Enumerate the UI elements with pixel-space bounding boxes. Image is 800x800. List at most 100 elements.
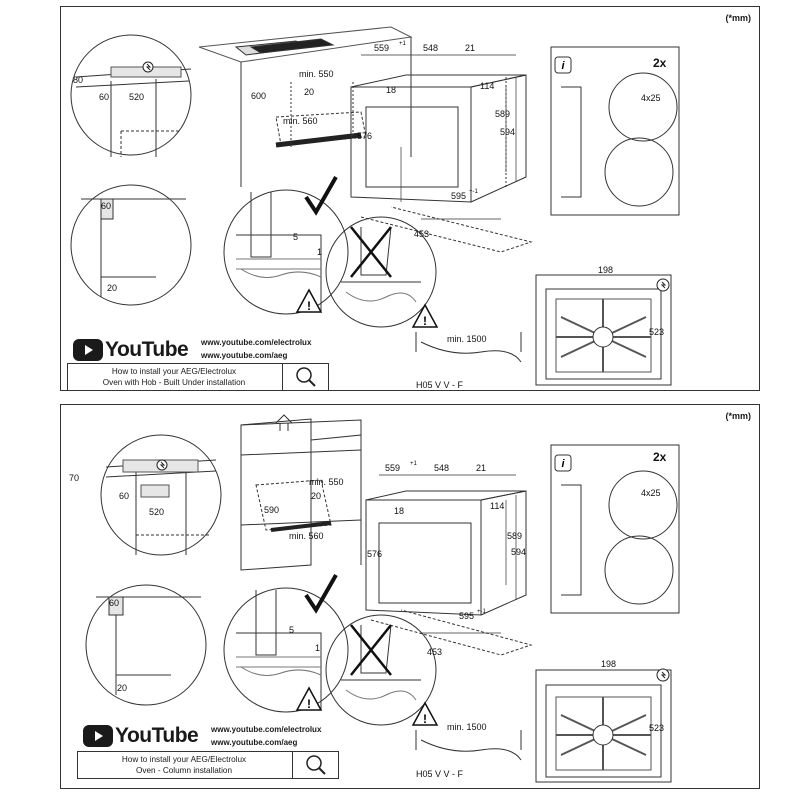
youtube-play-icon bbox=[83, 725, 113, 747]
dim-label: min. 1500 bbox=[447, 722, 487, 732]
magnifier-icon bbox=[296, 367, 316, 387]
dim-label: 70 bbox=[69, 473, 79, 483]
checkmark-icon bbox=[304, 176, 338, 216]
dim-label: +-1 bbox=[477, 609, 487, 615]
dim-label: 60 bbox=[119, 491, 129, 501]
dim-label: 114 bbox=[480, 81, 494, 91]
svg-text:!: ! bbox=[307, 299, 311, 313]
cross-icon bbox=[350, 624, 392, 676]
dim-label: 559 bbox=[385, 463, 400, 473]
dim-label: 594 bbox=[511, 547, 526, 557]
dim-label: 20 bbox=[304, 87, 314, 97]
howto-box: How to install your AEG/Electrolux Oven … bbox=[77, 751, 339, 779]
dim-label: 548 bbox=[423, 43, 438, 53]
screw-size-label: 4x25 bbox=[641, 93, 661, 103]
howto-line: How to install your AEG/Electrolux bbox=[121, 755, 247, 764]
svg-text:i: i bbox=[561, 60, 565, 72]
cable-type-label: H05 V V - F bbox=[416, 769, 464, 779]
dim-label: 523 bbox=[649, 723, 664, 733]
dim-label: min. 560 bbox=[283, 116, 318, 126]
detail-circle-wrong-mount bbox=[325, 614, 437, 726]
dim-label: 198 bbox=[601, 659, 616, 669]
fixing-screws-box bbox=[550, 444, 680, 614]
dim-label: 114 bbox=[490, 501, 504, 511]
svg-text:!: ! bbox=[307, 697, 311, 711]
howto-box: How to install your AEG/Electrolux Oven … bbox=[67, 363, 329, 391]
youtube-wordmark: YouTube bbox=[115, 724, 199, 747]
dim-label: 60 bbox=[99, 92, 109, 102]
dim-label: 1 bbox=[315, 643, 320, 653]
search-button[interactable] bbox=[282, 364, 330, 390]
dim-label: 18 bbox=[394, 506, 404, 516]
warning-triangle-icon: ! bbox=[295, 288, 323, 313]
howto-line: Oven - Column installation bbox=[135, 766, 233, 775]
screw-size-label: 4x25 bbox=[641, 488, 661, 498]
dim-label: 5 bbox=[293, 232, 298, 242]
units-note: (*mm) bbox=[725, 13, 751, 23]
youtube-link[interactable]: www.youtube.com/aeg bbox=[211, 738, 298, 747]
column-diagram: i ! ! 70 60 520 590 min. 550 20 min. 560… bbox=[69, 414, 680, 783]
svg-text:i: i bbox=[561, 458, 565, 470]
youtube-logo: YouTube bbox=[83, 723, 233, 749]
detail-circle-top-clearance bbox=[100, 434, 222, 556]
warning-triangle-icon: ! bbox=[411, 303, 439, 328]
warning-triangle-icon: ! bbox=[411, 701, 439, 726]
dim-label: 60 bbox=[101, 201, 111, 211]
dim-label: 60 bbox=[109, 598, 119, 608]
youtube-link[interactable]: www.youtube.com/electrolux bbox=[211, 725, 322, 734]
youtube-links: www.youtube.com/electrolux www.youtube.c… bbox=[201, 336, 311, 362]
built-under-diagram: i ! ! 80 60 520 600 min. 550 20 min. 560… bbox=[70, 26, 680, 390]
dim-label: 20 bbox=[117, 683, 127, 693]
dim-label: 5 bbox=[289, 625, 294, 635]
detail-circle-correct-mount bbox=[223, 189, 349, 315]
dim-label: 20 bbox=[311, 491, 321, 501]
info-icon: i bbox=[554, 454, 572, 472]
dim-label: 595 bbox=[451, 191, 466, 201]
units-note: (*mm) bbox=[725, 411, 751, 421]
dim-label: min. 550 bbox=[299, 69, 334, 79]
warning-triangle-icon: ! bbox=[295, 686, 323, 711]
dim-label: 21 bbox=[476, 463, 486, 473]
dim-label: 453 bbox=[427, 647, 442, 657]
dim-label: 80 bbox=[73, 75, 83, 85]
cross-icon bbox=[350, 226, 392, 278]
up-arrow-icon bbox=[275, 414, 293, 431]
youtube-link[interactable]: www.youtube.com/aeg bbox=[201, 351, 288, 360]
dim-label: 18 bbox=[386, 85, 396, 95]
info-icon: i bbox=[554, 56, 572, 74]
detail-circle-wrong-mount bbox=[325, 216, 437, 328]
search-button[interactable] bbox=[292, 752, 340, 778]
magnifier-icon bbox=[306, 755, 326, 775]
electrical-connection-icon bbox=[142, 61, 154, 73]
dim-label: 600 bbox=[251, 91, 266, 101]
dim-label: 589 bbox=[507, 531, 522, 541]
dim-label: 559 bbox=[374, 43, 389, 53]
youtube-links: www.youtube.com/electrolux www.youtube.c… bbox=[211, 723, 321, 749]
dim-label: 594 bbox=[500, 127, 515, 137]
dim-label: +1 bbox=[410, 461, 418, 467]
dim-label: 198 bbox=[598, 265, 613, 275]
dim-label: min. 560 bbox=[289, 531, 324, 541]
youtube-wordmark: YouTube bbox=[105, 338, 189, 361]
dim-label: 21 bbox=[465, 43, 475, 53]
dim-label: 520 bbox=[149, 507, 164, 517]
quantity-label: 2x bbox=[653, 450, 667, 464]
detail-circle-correct-mount bbox=[223, 587, 349, 713]
fixing-screws-box bbox=[550, 46, 680, 216]
dim-label: 589 bbox=[495, 109, 510, 119]
dim-label: +1 bbox=[399, 41, 407, 47]
dim-label: 453 bbox=[414, 229, 429, 239]
dim-label: +-1 bbox=[469, 189, 479, 195]
panel-built-under: (*mm) bbox=[60, 6, 760, 391]
dim-label: 548 bbox=[434, 463, 449, 473]
howto-line: Oven with Hob - Built Under installation bbox=[102, 378, 246, 387]
youtube-logo: YouTube bbox=[73, 337, 223, 363]
rear-view-frame bbox=[535, 274, 672, 386]
youtube-link[interactable]: www.youtube.com/electrolux bbox=[201, 338, 312, 347]
svg-text:!: ! bbox=[423, 314, 427, 328]
dim-label: 576 bbox=[367, 549, 382, 559]
dim-label: 576 bbox=[357, 131, 372, 141]
howto-line: How to install your AEG/Electrolux bbox=[111, 367, 237, 376]
detail-circle-side-clearance bbox=[85, 584, 207, 706]
dim-label: 595 bbox=[459, 611, 474, 621]
